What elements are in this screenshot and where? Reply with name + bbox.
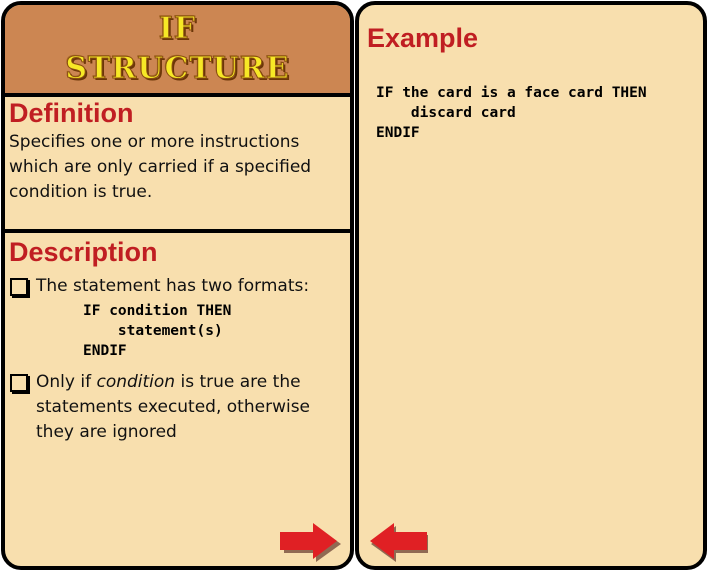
bullet-item-condition: Only if condition is true are the statem… <box>10 370 330 445</box>
bullet-text-pre: Only if <box>36 372 97 392</box>
bullet-text: The statement has two formats: <box>36 276 310 296</box>
bullet-text-emphasis: condition <box>96 372 176 392</box>
section-divider <box>5 229 350 233</box>
definition-text: Specifies one or more instructions which… <box>9 132 312 202</box>
info-card-left: IF STRUCTURE Definition Specifies one or… <box>1 1 354 570</box>
description-heading: Description <box>9 237 158 267</box>
bullet-text-post: is true are the statements executed, oth… <box>36 372 311 442</box>
checkbox-bullet-icon <box>10 374 28 392</box>
example-card-right: Example IF the card is a face card THEN … <box>355 1 707 570</box>
example-code-block: IF the card is a face card THEN discard … <box>376 85 647 141</box>
definition-heading: Definition <box>9 98 134 128</box>
card-title-line1: IF <box>158 11 197 47</box>
checkbox-bullet-icon <box>10 278 28 296</box>
bullet-item-formats: The statement has two formats: <box>10 274 309 299</box>
arrow-left-icon[interactable] <box>367 522 429 562</box>
bullet-text: Only if condition is true are the statem… <box>36 370 330 445</box>
title-banner: IF STRUCTURE <box>5 5 350 97</box>
arrow-right-icon[interactable] <box>279 522 341 562</box>
syntax-code-block: IF condition THEN statement(s) ENDIF <box>83 303 232 359</box>
card-title-line2: STRUCTURE <box>65 51 290 87</box>
example-heading: Example <box>367 23 479 53</box>
